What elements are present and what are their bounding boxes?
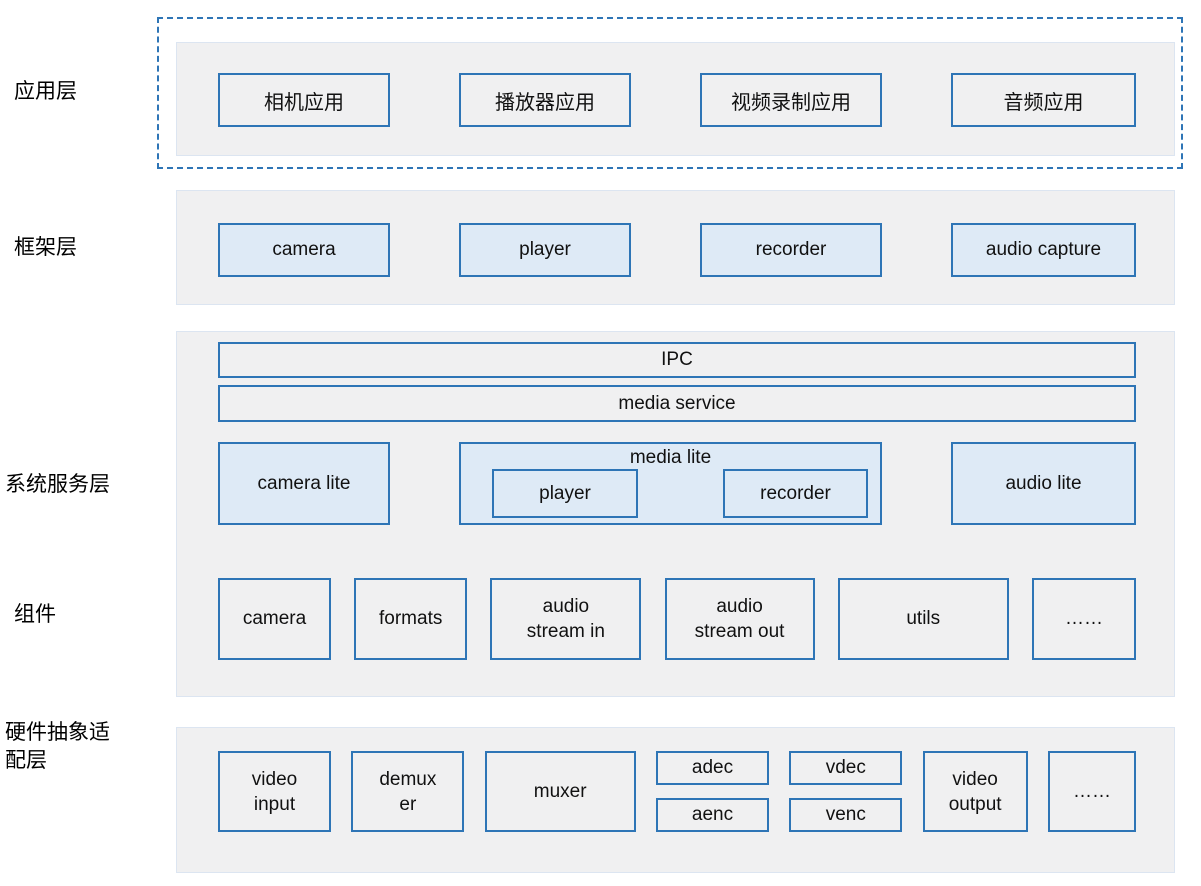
- box-hal-aenc: aenc: [655, 798, 769, 832]
- box-hal-venc: venc: [789, 798, 903, 832]
- layer-label-framework: 框架层: [14, 236, 77, 259]
- box-component-audio-stream-in: audio stream in: [490, 578, 642, 660]
- box-component-utils: utils: [837, 578, 1009, 660]
- layer-label-system-service: 系统服务层: [5, 473, 110, 496]
- box-hal-more: ……: [1047, 751, 1136, 832]
- box-camera-lite: camera lite: [218, 442, 390, 525]
- box-component-formats: formats: [354, 578, 468, 660]
- bar-ipc: IPC: [218, 342, 1136, 378]
- box-component-audio-stream-out: audio stream out: [664, 578, 815, 660]
- layer-label-application: 应用层: [14, 80, 77, 103]
- box-camera-app: 相机应用: [218, 73, 390, 127]
- box-hal-adec: adec: [655, 751, 769, 785]
- application-layer-panel: 相机应用 播放器应用 视频录制应用 音频应用: [176, 42, 1175, 156]
- media-lite-label: media lite: [629, 447, 712, 468]
- hal-panel: video input demuxer muxer adec aenc vdec…: [176, 727, 1175, 873]
- box-hal-muxer: muxer: [484, 751, 636, 832]
- box-video-record-app: 视频录制应用: [700, 73, 882, 127]
- box-hal-video-output: video output: [922, 751, 1028, 832]
- box-media-lite-recorder: recorder: [723, 469, 868, 518]
- box-audio-lite: audio lite: [951, 442, 1136, 525]
- box-framework-audio-capture: audio capture: [951, 223, 1136, 277]
- box-component-camera: camera: [218, 578, 331, 660]
- box-framework-camera: camera: [218, 223, 390, 277]
- box-media-lite-player: player: [492, 469, 638, 518]
- box-audio-app: 音频应用: [951, 73, 1136, 127]
- framework-layer-panel: camera player recorder audio capture: [176, 190, 1175, 305]
- box-hal-video-input: video input: [218, 751, 331, 832]
- bar-media-service: media service: [218, 385, 1136, 422]
- box-framework-player: player: [459, 223, 631, 277]
- box-hal-vdec: vdec: [789, 751, 903, 785]
- system-service-panel: IPC media service camera lite media lite…: [176, 331, 1175, 697]
- layer-label-components: 组件: [14, 603, 56, 626]
- box-framework-recorder: recorder: [700, 223, 882, 277]
- box-component-more: ……: [1031, 578, 1136, 660]
- hal-audio-codec-stack: adec aenc: [655, 751, 769, 832]
- box-hal-demuxer: demuxer: [351, 751, 465, 832]
- box-player-app: 播放器应用: [459, 73, 631, 127]
- application-layer-dashed-border: [157, 17, 1183, 169]
- layer-label-hal: 硬件抽象适配层: [5, 721, 110, 772]
- hal-video-codec-stack: vdec venc: [789, 751, 903, 832]
- box-media-lite: media lite player recorder: [459, 442, 882, 525]
